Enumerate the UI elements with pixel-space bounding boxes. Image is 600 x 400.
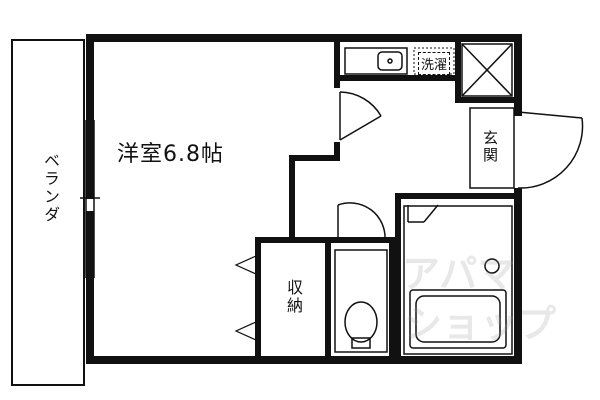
sink-icon — [344, 47, 408, 75]
exterior-walls — [86, 34, 522, 364]
svg-text:アパマ: アパマ — [402, 252, 515, 296]
svg-text:ショップ: ショップ — [404, 302, 556, 346]
window-icon — [80, 120, 100, 278]
room-label: 洋室6.8帖 — [117, 142, 224, 167]
storage-door-marks — [234, 255, 257, 341]
veranda — [11, 39, 85, 386]
entrance-frame — [469, 107, 515, 189]
storage-label: 収納 — [284, 279, 303, 315]
watermark-logo: アパマ ショップ — [402, 252, 556, 346]
bathtub-icon — [403, 205, 513, 355]
door-swing-icon — [337, 91, 584, 241]
interior-walls — [255, 39, 521, 359]
drain-x-icon — [461, 43, 513, 97]
toilet-icon — [334, 249, 388, 353]
veranda-label: ベランダ — [41, 152, 60, 224]
entrance-label: 玄関 — [481, 130, 499, 164]
laundry-label: 洗濯 — [418, 52, 451, 75]
